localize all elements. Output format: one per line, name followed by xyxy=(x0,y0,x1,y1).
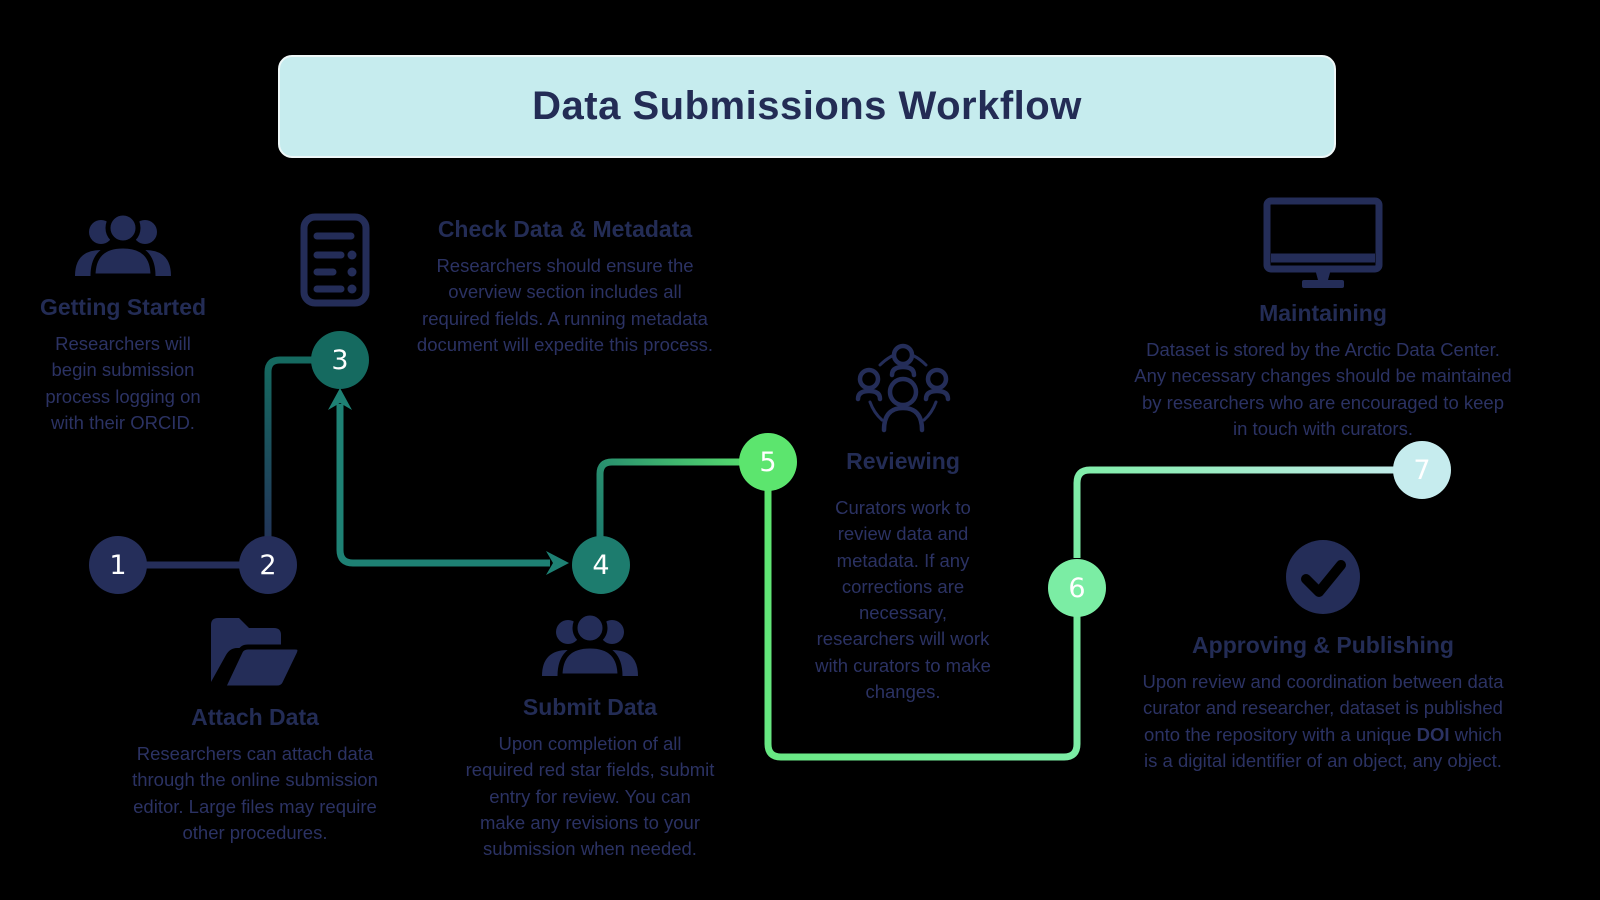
title-banner: Data Submissions Workflow xyxy=(278,55,1336,158)
step-number: 5 xyxy=(759,446,777,478)
card-title: Submit Data xyxy=(522,694,658,720)
step-number: 3 xyxy=(331,344,349,376)
card-body: Curators work to review data and metadat… xyxy=(815,497,991,702)
card-approving: Approving & Publishing Upon review and c… xyxy=(1083,538,1563,774)
connector-3-4 xyxy=(336,404,550,567)
arrowhead-right-icon xyxy=(546,551,569,575)
step-circle-1: 1 xyxy=(89,536,147,594)
step-number: 2 xyxy=(259,549,277,581)
step-circle-3: 3 xyxy=(311,331,369,389)
card-title: Reviewing xyxy=(846,448,960,474)
step-number: 7 xyxy=(1413,454,1431,486)
card-title: Check Data & Metadata xyxy=(437,216,693,242)
card-body: Upon completion of all required red star… xyxy=(465,733,715,860)
connector-2-3 xyxy=(264,356,338,565)
people-circle-icon xyxy=(793,342,1013,436)
card-body: Upon review and coordination between dat… xyxy=(1083,669,1563,774)
card-body: Dataset is stored by the Arctic Data Cen… xyxy=(1134,339,1512,439)
body-text: Upon review and coordination between dat… xyxy=(1142,671,1504,745)
step-circle-7: 7 xyxy=(1393,441,1451,499)
step-number: 4 xyxy=(592,549,610,581)
card-body: Researchers should ensure the overview s… xyxy=(416,255,714,355)
people-group-icon xyxy=(8,210,238,282)
card-title: Maintaining xyxy=(1259,300,1387,326)
step-circle-4: 4 xyxy=(572,536,630,594)
step-number: 1 xyxy=(109,549,127,581)
card-check-data: Check Data & Metadata Researchers should… xyxy=(380,212,750,358)
check-circle-icon xyxy=(1083,538,1563,616)
card-title: Attach Data xyxy=(191,704,319,730)
people-group-icon xyxy=(435,610,745,682)
card-maintaining: Maintaining Dataset is stored by the Arc… xyxy=(1083,196,1563,442)
card-submit-data: Submit Data Upon completion of all requi… xyxy=(435,610,745,862)
page-title: Data Submissions Workflow xyxy=(532,84,1082,128)
step-circle-6: 6 xyxy=(1048,559,1106,617)
monitor-icon xyxy=(1083,196,1563,288)
document-list-icon xyxy=(299,212,371,313)
card-body: Researchers can attach data through the … xyxy=(132,743,378,843)
card-title: Approving & Publishing xyxy=(1192,632,1454,658)
open-folder-icon xyxy=(90,612,420,692)
card-getting-started: Getting Started Researchers will begin s… xyxy=(8,210,238,436)
step-circle-2: 2 xyxy=(239,536,297,594)
card-attach-data: Attach Data Researchers can attach data … xyxy=(90,612,420,846)
card-body: Researchers will begin submission proces… xyxy=(45,333,201,433)
doi-bold-text: DOI xyxy=(1416,723,1450,745)
step-number: 6 xyxy=(1068,572,1086,604)
body-text: which is a digital identifier of an obje… xyxy=(1144,723,1502,771)
arrowhead-up-icon xyxy=(328,388,352,410)
step-circle-5: 5 xyxy=(739,433,797,491)
card-title: Getting Started xyxy=(39,294,207,320)
card-reviewing: Reviewing Curators work to review data a… xyxy=(793,342,1013,705)
